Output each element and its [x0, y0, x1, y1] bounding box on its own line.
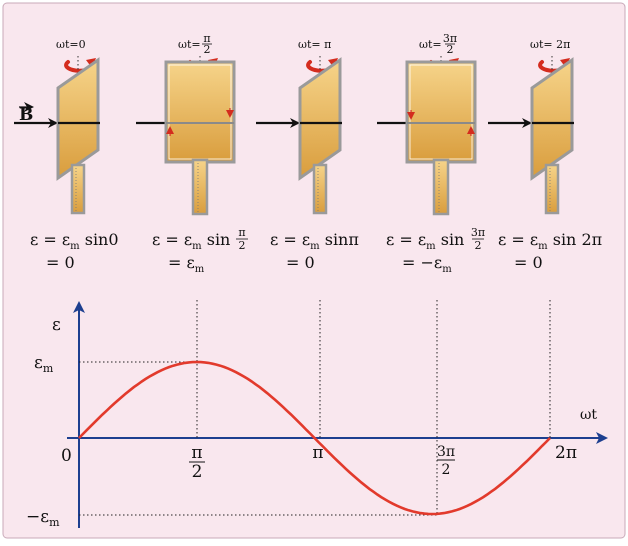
coil-stem — [432, 158, 450, 216]
eq-fraction-den: 2 — [239, 239, 246, 252]
origin-label: 0 — [61, 446, 72, 466]
coil-stem — [544, 163, 560, 215]
coil-stem — [191, 158, 209, 216]
eq-fraction-den: 2 — [475, 239, 482, 252]
emf-result: = 0 — [286, 253, 315, 272]
guide-lines — [79, 300, 551, 516]
x-tick-three-half-pi: 3π 2 — [437, 444, 455, 478]
y-tick-min: −εm — [26, 507, 60, 529]
coil-panel-2: ωt= π ε = εm sinπ= 0 — [256, 38, 359, 272]
coil-plate — [530, 57, 574, 181]
angle-label: ωt= 2π — [530, 38, 570, 51]
x-tick-two-pi: 2π — [555, 443, 577, 463]
angle-label: ωt= — [178, 38, 201, 51]
angle-label: ωt=0 — [56, 38, 86, 51]
emf-equation: ε = εm sin — [386, 230, 464, 252]
coil-stem — [312, 163, 328, 215]
emf-sine-curve — [78, 360, 551, 516]
svg-text:2: 2 — [442, 462, 451, 478]
coil-plate — [164, 60, 236, 164]
coil-stem — [70, 163, 86, 215]
rotation-arrowhead-icon — [328, 58, 338, 68]
field-label-text: B — [19, 105, 33, 125]
emf-equation: ε = εm sin — [152, 230, 230, 252]
angle-fraction-num: 3π — [443, 32, 457, 45]
emf-equation: ε = εm sin0 — [30, 230, 119, 252]
svg-text:−εm: −εm — [26, 507, 60, 529]
x-tick-half-pi: π 2 — [189, 443, 205, 482]
y-tick-max: εm — [34, 353, 54, 375]
svg-text:εm: εm — [34, 353, 54, 375]
angle-fraction-den: 2 — [447, 43, 454, 56]
coil-plate — [56, 57, 100, 181]
rotation-arrowhead-icon — [560, 58, 570, 68]
emf-result: = 0 — [46, 253, 75, 272]
angle-label: ωt= π — [298, 38, 331, 51]
svg-text:2π: 2π — [555, 443, 577, 463]
emf-equation: ε = εm sin 2π — [498, 230, 602, 252]
eq-fraction-num: 3π — [471, 226, 485, 239]
angle-label: ωt= — [419, 38, 442, 51]
x-tick-pi: π — [312, 443, 323, 463]
coil-panel-4: ωt= 2π ε = εm sin 2π= 0 — [488, 38, 602, 272]
angle-fraction-num: π — [203, 32, 210, 45]
coil-panel-0: ωt=0 ε = εm sin0= 0 — [14, 38, 119, 272]
angle-fraction-den: 2 — [204, 43, 211, 56]
emf-result: = εm — [168, 253, 205, 275]
x-axis-label: ωt — [580, 407, 597, 423]
svg-text:2: 2 — [192, 462, 203, 482]
coil-plate — [298, 57, 342, 181]
svg-text:π: π — [312, 443, 323, 463]
svg-text:π: π — [191, 443, 202, 463]
rotation-arrowhead-icon — [86, 58, 96, 68]
y-axis-label: ε — [52, 315, 61, 335]
emf-result: = −εm — [402, 253, 452, 275]
magnetic-field-label: B — [19, 102, 34, 125]
coil-plate — [405, 60, 477, 164]
svg-text:3π: 3π — [437, 444, 455, 460]
emf-result: = 0 — [514, 253, 543, 272]
emf-equation: ε = εm sinπ — [270, 230, 359, 252]
eq-fraction-num: π — [238, 226, 245, 239]
emf-graph: ε ωt 0 εm −εm π 2 π 3π 2 2π — [26, 300, 608, 529]
